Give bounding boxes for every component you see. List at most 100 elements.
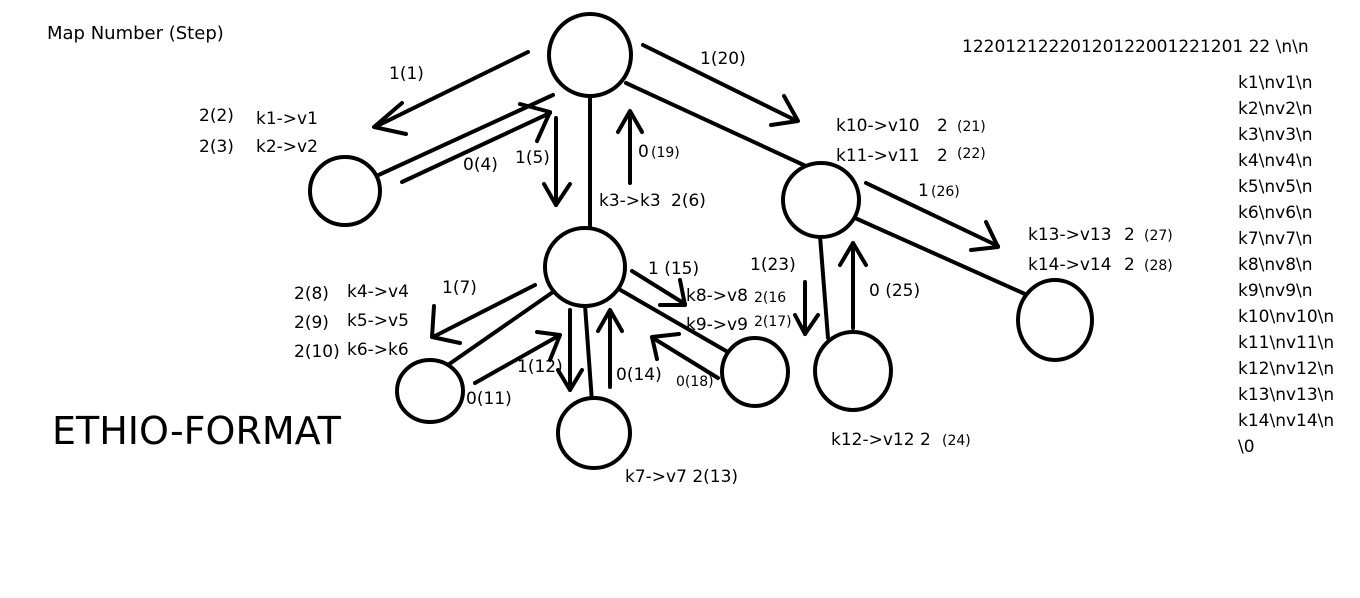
node-right-leaf	[813, 330, 893, 412]
arrow-head-7	[430, 304, 462, 345]
kv-output-item: k10\nv10\n	[1238, 307, 1335, 327]
node-right	[781, 161, 861, 239]
node-middle	[543, 226, 627, 308]
kv-output-item: k4\nv4\n	[1238, 151, 1313, 171]
node-mid-right-leaf	[720, 336, 790, 408]
arrow-step-4	[400, 111, 552, 184]
label-step-18: 0(18)	[676, 374, 714, 390]
kv-output-item: k13\nv13\n	[1238, 385, 1335, 405]
arrow-head-11	[535, 330, 562, 362]
label-kv9-num: 2(17)	[754, 314, 792, 330]
label-kv13-step: (27)	[1144, 228, 1173, 244]
kv-output-item: k8\nv8\n	[1238, 255, 1313, 275]
arrow-head-1	[372, 101, 408, 136]
kv-output-item: k1\nv1\n	[1238, 73, 1313, 93]
arrow-head-20	[769, 94, 800, 127]
label-kv14-num: 2	[1124, 255, 1135, 275]
label-step-26-b: (26)	[931, 184, 960, 200]
label-step-14: 0(14)	[616, 365, 662, 385]
label-kv4: k4->v4	[347, 282, 409, 302]
arrow-step-18	[651, 336, 720, 380]
label-step-26-a: 1	[918, 181, 929, 201]
arrow-head-4	[518, 102, 552, 143]
kv-output-item: \0	[1238, 437, 1255, 457]
arrow-head-15	[658, 278, 687, 307]
edge-right-down	[818, 234, 830, 340]
arrow-head-19	[616, 109, 644, 134]
arrow-head-26	[969, 220, 1000, 252]
kv-output-list: k1\nv1\n k2\nv2\n k3\nv3\n k4\nv4\n k5\nv5\n…	[1238, 70, 1334, 460]
kv-output-item: k5\nv5\n	[1238, 177, 1313, 197]
label-kv12: k12->v12 2	[831, 430, 931, 450]
label-kv14-step: (28)	[1144, 258, 1173, 274]
label-kv6: k6->k6	[347, 340, 409, 360]
kv-output-item: k7\nv7\n	[1238, 229, 1313, 249]
label-kv8: k8->v8	[686, 286, 748, 306]
edge-mid-down	[583, 303, 594, 404]
kv-output-item: k9\nv9\n	[1238, 281, 1313, 301]
edge-mid-left	[443, 290, 555, 369]
kv-output-item: k3\nv3\n	[1238, 125, 1313, 145]
label-kv9: k9->v9	[686, 315, 748, 335]
label-step-12: 1(12)	[517, 357, 563, 377]
label-kv10: k10->v10	[836, 116, 920, 136]
label-step-11: 0(11)	[466, 389, 512, 409]
label-n2a: 2(2)	[199, 106, 234, 126]
arrow-step-15	[630, 269, 687, 306]
kv-output-item: k12\nv12\n	[1238, 359, 1335, 379]
arrow-head-25	[838, 241, 868, 267]
label-kv3: k3->k3	[599, 191, 661, 211]
label-n2b: 2(3)	[199, 137, 234, 157]
node-mid-left-leaf	[395, 358, 465, 424]
edge-root-left	[370, 93, 555, 180]
arrow-head-5	[542, 182, 572, 207]
arrow-head-14	[596, 308, 624, 333]
label-kv5: k5->v5	[347, 311, 409, 331]
node-mid-bottom-leaf	[556, 396, 632, 470]
arrow-head-12	[556, 368, 584, 392]
edge-mid-right	[615, 286, 735, 357]
kv-output-item: k11\nv11\n	[1238, 333, 1335, 353]
label-kv13: k13->v13	[1028, 225, 1112, 245]
label-kv14: k14->v14	[1028, 255, 1112, 275]
label-kv1: k1->v1	[256, 109, 318, 129]
label-n10: 2(10)	[294, 342, 340, 362]
label-kv12-step: (24)	[942, 433, 971, 449]
label-step-25: 0 (25)	[869, 281, 920, 301]
diagram-title: Map Number (Step)	[47, 23, 224, 44]
label-n8: 2(8)	[294, 284, 329, 304]
label-step-23: 1(23)	[750, 255, 796, 275]
node-far-right-leaf	[1016, 278, 1094, 362]
label-kv13-num: 2	[1124, 225, 1135, 245]
arrow-step-26	[864, 181, 1000, 248]
kv-output-item: k2\nv2\n	[1238, 99, 1313, 119]
label-kv8-num: 2(16	[754, 290, 786, 306]
label-step-5: 1(5)	[515, 148, 550, 168]
kv-output-item: k6\nv6\n	[1238, 203, 1313, 223]
arrow-head-18	[650, 332, 681, 361]
arrow-step-20	[641, 43, 799, 123]
label-step-4: 0(4)	[463, 155, 498, 175]
node-left-leaf	[308, 155, 382, 227]
label-kv10-step: (21)	[957, 119, 986, 135]
label-step-19-a: 0	[638, 142, 649, 162]
edge-root-right	[624, 81, 810, 169]
label-kv11: k11->v11	[836, 146, 920, 166]
edge-right-child	[853, 216, 1027, 296]
label-step-7: 1(7)	[442, 278, 477, 298]
node-root	[547, 12, 633, 98]
label-kv3-num: 2(6)	[671, 191, 706, 211]
arrow-step-1	[375, 50, 530, 128]
label-step-20: 1(20)	[700, 49, 746, 69]
label-kv11-step: (22)	[957, 146, 986, 162]
arrow-step-7	[431, 283, 537, 339]
arrow-step-11	[473, 333, 562, 385]
arrow-head-23	[793, 313, 820, 336]
label-kv11-num: 2	[937, 146, 948, 166]
label-step-15: 1 (15)	[648, 259, 699, 279]
label-n9: 2(9)	[294, 313, 329, 333]
kv-output-item: k14\nv14\n	[1238, 411, 1335, 431]
caption-title: ETHIO-FORMAT	[52, 409, 342, 453]
label-step-19-b: (19)	[651, 145, 680, 161]
